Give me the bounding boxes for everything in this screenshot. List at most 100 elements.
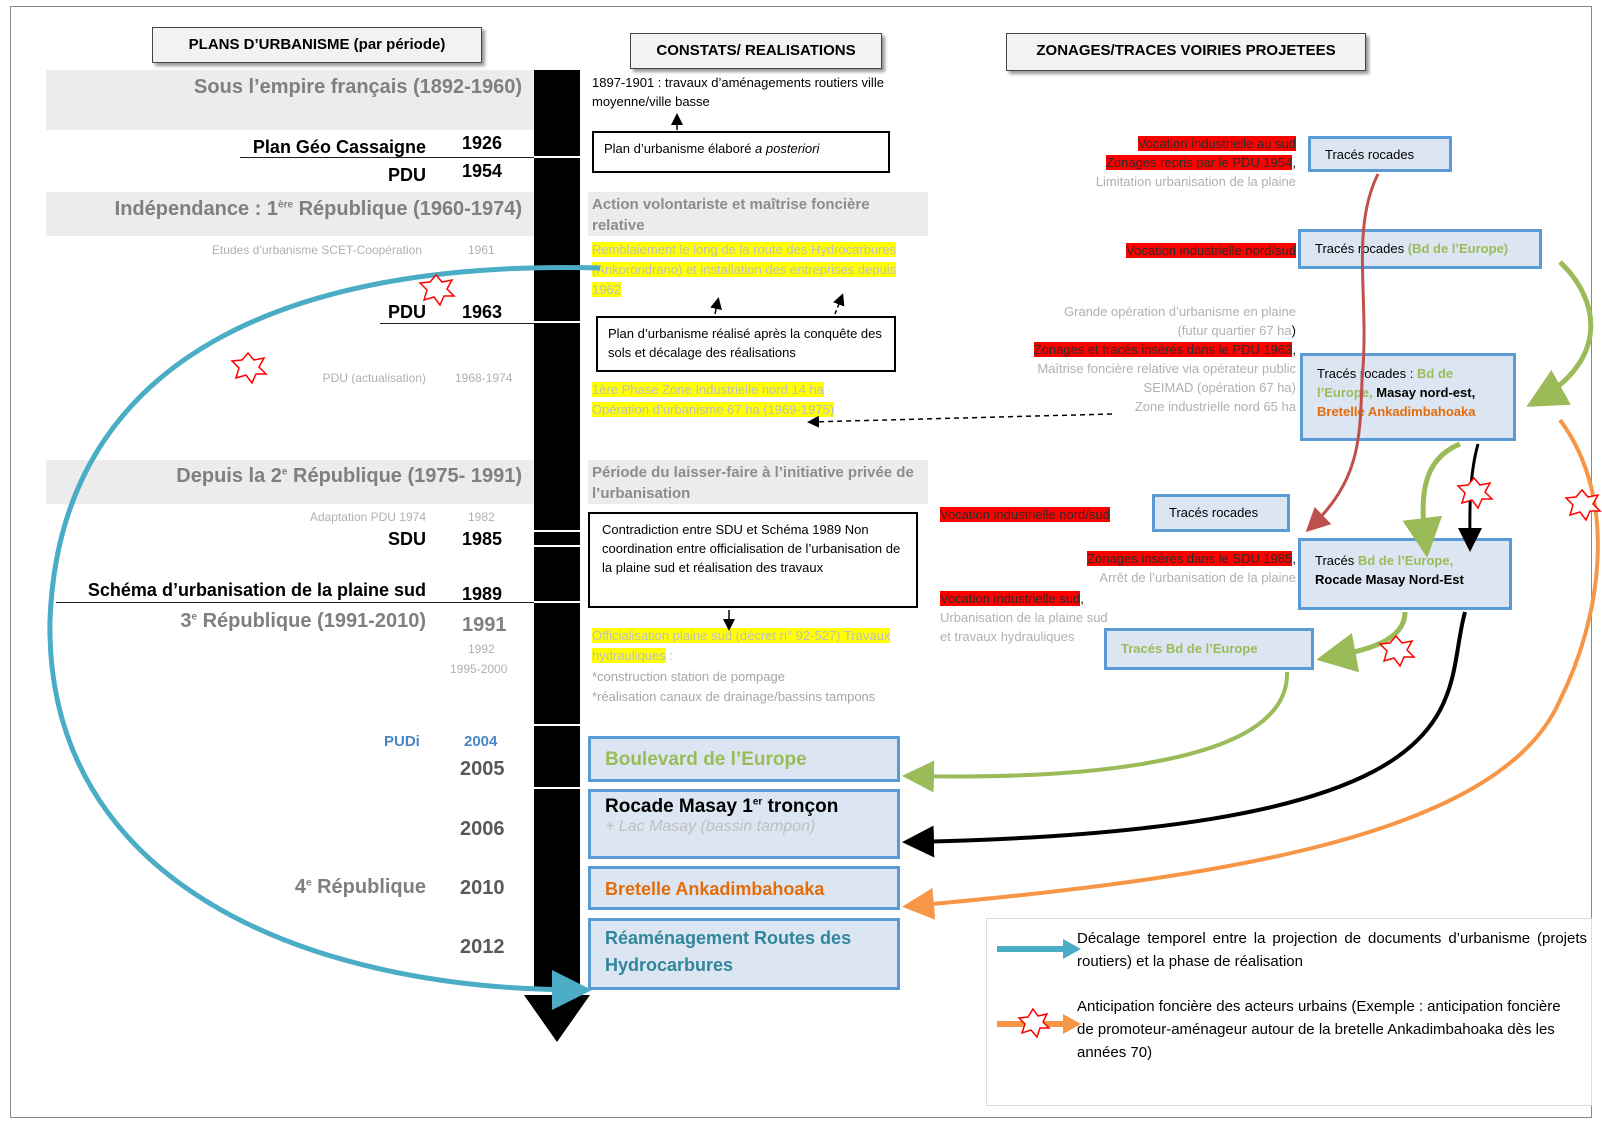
band-constat-2 [588,192,928,236]
year-1968-1974: 1968-1974 [455,371,513,385]
result-rocade-title: Rocade Masay 1er tronçon [605,796,883,818]
comma-1963: , [1292,342,1296,357]
green-to-boulevard [902,671,1290,793]
legend-orange-arrow-icon [997,1007,1081,1039]
box-traces-rocades-1: Tracés rocades [1308,136,1452,172]
period-empire: Sous l’empire français (1892-1960) [194,76,522,98]
timeline-ticks [534,156,580,789]
legend: Décalage temporel entre la projection de… [986,918,1592,1106]
black-to-rocade [902,611,1467,858]
b3-text-b: Bd de l’Europe, [1317,366,1454,400]
starburst-icon-2 [230,351,268,385]
arrow-up-3 [833,293,845,315]
plan-scet: Etudes d’urbanisme SCET-Coopération [211,243,422,257]
grey-maitrise: Maîtrise foncière relative via opérateur… [1037,361,1296,376]
zonage-5: Zonages insérés dans le SDU 1985, Arrêt … [1087,551,1296,585]
band-period-3 [46,460,534,504]
legend-text-1: Décalage temporel entre la projection de… [1077,930,1587,970]
period-5-text-b: République [311,876,426,898]
constat-1897: 1897-1901 : travaux d’aménagements routi… [592,75,884,109]
period-third-republic: 3e République (1991-2010) [180,610,426,633]
starburst-icons [230,273,1602,668]
header-plans: PLANS D’URBANISME (par période) [152,27,482,63]
plan-pdu-1954: PDU [387,165,426,185]
box1-italic: a posteriori [755,141,820,156]
plan-pdu-1963: PDU [387,302,426,322]
zonage-6: Vocation industrielle sud, Urbanisation … [940,589,1108,646]
b3-text-d: Bretelle Ankadimbahoaka [1317,404,1476,419]
zonage-4: Vocation industrielle nord/sud [940,507,1110,522]
period-2-text-b: République (1960-1974) [293,198,522,220]
plan-pudi: PUDi [384,733,420,750]
plan-schema-plaine-sud: Schéma d’urbanisation de la plaine sud [87,580,426,600]
arrow-up-2 [710,297,722,315]
band-period-2 [46,192,534,236]
zonage-1: Vocation industrielle au sud Zonages rep… [1095,136,1296,189]
box1-text: Plan d’urbanisme élaboré [604,141,756,156]
grey-limitation: Limitation urbanisation de la plaine [1095,174,1296,189]
year-1991: 1991 [462,614,507,636]
grey-grande-operation: Grande opération d’urbanisme en plaine [1064,304,1296,319]
legend-text-2: Anticipation foncière des acteurs urbain… [1077,998,1561,1061]
divider-1926 [240,157,535,158]
box-contradiction: Contradiction entre SDU et Schéma 1989 N… [588,512,918,608]
year-1926: 1926 [462,133,503,153]
legend-starburst-icon [1017,1007,1051,1039]
constat-officialisation: Officialisation plaine sud (décret n° 92… [592,626,892,666]
period-2-sup: ère [278,199,294,211]
constat-station-pompage: *construction station de pompage [592,669,785,684]
year-2012: 2012 [460,936,505,958]
officialisation-tail: : [665,648,673,663]
box-traces-rocades-4: Tracés rocades [1152,494,1290,532]
constat-laisser-faire: Période du laisser-faire à l’initiative … [592,464,914,502]
starburst-icon-5 [1378,634,1416,668]
plan-geo-cassaigne: Plan Géo Cassaigne [252,137,426,157]
box-plan-posteriori: Plan d’urbanisme élaboré a posteriori [592,131,890,173]
b3-text-c: Masay nord-est, [1372,385,1476,400]
red-vocation-sud: Vocation industrielle au sud [1137,136,1296,151]
divider-1963 [380,323,535,324]
year-1982: 1982 [468,510,495,524]
period-fourth-republic: 4e République [295,876,426,899]
grey-arret: Arrêt de l’urbanisation de la plaine [1099,570,1296,585]
comma-sud: , [1080,591,1084,606]
b3-text-a: Tracés rocades : [1317,366,1417,381]
year-1989: 1989 [462,584,503,604]
result-boulevard-europe: Boulevard de l’Europe [588,736,900,782]
green-loop-right [1526,260,1594,407]
period-second-republic: Depuis la 2e République (1975- 1991) [176,465,522,488]
result-routes-hydrocarbures: Réaménagement Routes des Hydrocarbures [588,918,900,990]
grey-zone-nord: Zone industrielle nord 65 ha [1134,399,1296,414]
grey-futur-quartier: (futur quartier 67 ha [1177,323,1292,338]
b5-text-a: Tracés [1315,553,1358,568]
grey-travaux-hydrauliques: et travaux hydrauliques [940,629,1075,644]
b2-text-a: Tracés rocades [1315,241,1408,256]
period-4-text-a: 3 [180,610,192,632]
legend-teal-arrow-icon [997,939,1081,959]
box-traces-rocades-3: Tracés rocades : Bd de l’Europe, Masay n… [1300,353,1516,441]
band-constat-3 [588,460,928,504]
zonage-3: Grande opération d’urbanisme en plaine (… [1033,302,1296,416]
rocade-sup: er [752,796,763,808]
starburst-icon-1 [418,273,456,307]
box-traces-rocades-2: Tracés rocades (Bd de l’Europe) [1298,229,1542,269]
brown-connector [1305,173,1380,533]
period-4-text-b: République (1991-2010) [197,610,426,632]
red-vocation-nord-sud-2: Vocation industrielle nord/sud [940,507,1110,522]
period-5-text-a: 4 [294,876,306,898]
year-1995-2000: 1995-2000 [450,662,508,676]
year-2006: 2006 [460,818,505,840]
year-1961: 1961 [468,243,495,257]
year-1963: 1963 [462,302,503,322]
period-2-text-a: Indépendance : 1 [114,198,279,220]
divider-1989 [56,602,536,603]
green-connector-3 [1316,611,1408,673]
b5-text-c: Rocade Masay Nord-Est [1315,572,1464,587]
constat-zone-industrielle: 1ère Phase Zone Industrielle nord 14 ha … [592,380,862,420]
orange-to-bretelle [902,418,1600,920]
year-1992: 1992 [468,642,495,656]
green-connector-2 [1402,441,1461,558]
red-vocation-nord-sud: Vocation industrielle nord/sud [1126,243,1296,258]
year-1954: 1954 [462,161,503,181]
rocade-text-a: Rocade Masay 1 [605,796,753,817]
